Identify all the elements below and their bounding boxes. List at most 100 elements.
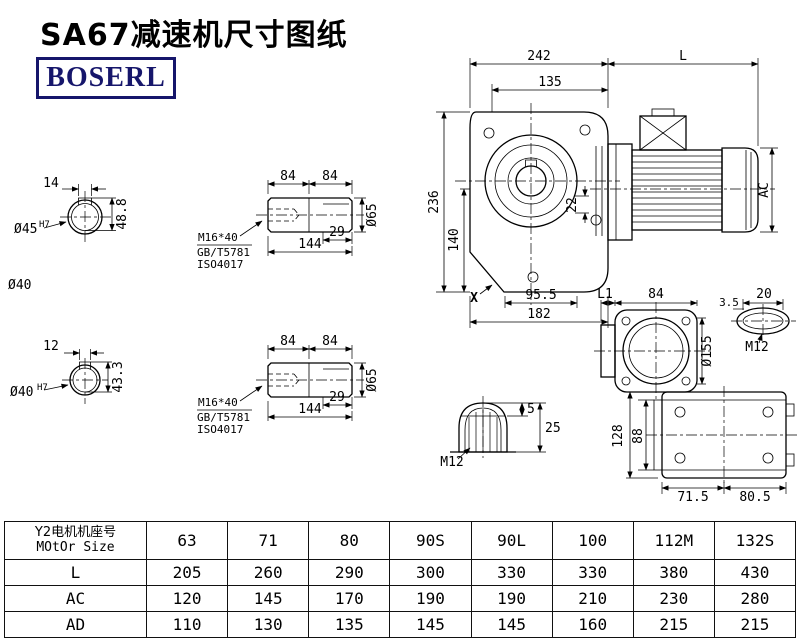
table-cell: 170 [308,585,391,612]
row-label: AD [4,611,147,638]
mounting-flange-view: 128 88 71.5 80.5 [611,386,798,505]
header-motor-size-cell: Y2电机机座号 MOtOr Size [4,521,147,560]
shaft-body [267,197,353,233]
dome-hatching [468,409,498,452]
table-cell: 230 [632,585,715,612]
terminal-box-cross [639,115,687,151]
header-size-90l: 90L [470,521,553,560]
dim-84b-label: 84 [322,169,338,184]
dim-182-label: 182 [527,307,550,322]
dim-25-label: 25 [545,421,561,436]
motor [590,108,775,241]
table-cell: 380 [632,559,715,586]
header-size-112m: 112M [632,521,715,560]
dim-71-5-label: 71.5 [677,490,708,505]
dim-22-label: 22 [565,197,580,213]
input-shaft-section-40: 12 Ø40 H7 43.3 [10,339,126,404]
table-cell: 215 [713,611,797,638]
row-label: L [4,559,147,586]
dia-65-label: Ø65 [365,203,380,226]
table-cell: 110 [145,611,229,638]
terminal-box-cap [651,108,675,117]
dim-14-label: 14 [43,176,59,191]
fan-cowl [721,147,759,233]
dim-84b-label: 84 [322,334,338,349]
table-cell: 145 [470,611,553,638]
shaft-body [267,362,353,398]
dim-242-label: 242 [527,49,550,64]
shaft-end-view: 20 3.5 M12 [719,287,796,355]
dia-40h7-tolerance: H7 [37,383,48,393]
dim-140-label: 140 [447,228,462,251]
motor-mounting-face [595,146,603,236]
std-iso-label: ISO4017 [197,423,243,436]
table-cell: 145 [389,611,472,638]
table-cell: 205 [145,559,229,586]
dim-5-label: 5 [527,402,535,417]
table-row-L: L 205 260 290 300 330 330 380 430 [4,559,797,586]
main-view-dimensions: 242 L 135 236 140 22 AC 95.5 182 [427,49,778,328]
dim-84-label: 84 [648,287,664,302]
dim-3-5-label: 3.5 [719,296,739,309]
dim-L-label: L [679,49,687,64]
output-axis-centerlines [455,103,620,305]
header-motor-size-en: MOtOr Size [36,540,115,556]
page-title: SA67减速机尺寸图纸 [40,18,348,53]
motor-fins [632,155,722,223]
table-cell: 160 [551,611,634,638]
motor-size-table: Y2电机机座号 MOtOr Size 63 71 80 90S 90L 100 … [4,521,797,638]
thread-spec-label: M16*40 [198,231,238,244]
thread-spec-label: M16*40 [198,396,238,409]
row-label: AC [4,585,147,612]
dim-80-5-label: 80.5 [739,490,770,505]
main-assembly-view: 242 L 135 236 140 22 AC 95.5 182 [427,49,778,328]
std-gb-label: GB/T5781 [197,246,250,259]
header-size-63: 63 [145,521,229,560]
header-size-100: 100 [551,521,634,560]
input-shaft-section-45: 14 Ø45 H7 48.8 [14,176,130,245]
housing-bolt-holes [483,124,602,283]
std-iso-label: ISO4017 [197,258,243,271]
logo-text: BOSERL [46,62,166,93]
dim-95-5-label: 95.5 [525,288,556,303]
thread-m12-label: M12 [440,455,463,470]
dim-43-3-label: 43.3 [111,361,126,392]
thread-m12-label: M12 [745,340,768,355]
table-cell: 145 [227,585,310,612]
keyway [78,197,92,206]
dim-48-8-label: 48.8 [115,198,130,229]
table-cell: 300 [389,559,472,586]
dim-29-label: 29 [329,390,345,405]
table-row-AD: AD 110 130 135 145 145 160 215 215 [4,611,797,638]
dome-outline [458,402,508,453]
dia-40-label: Ø40 [8,278,31,293]
table-cell: 130 [227,611,310,638]
dim-29-label: 29 [329,225,345,240]
fan-cowl-grill [745,150,752,230]
table-cell: 135 [308,611,391,638]
tapped-hole-hidden [268,373,300,387]
dim-12-label: 12 [43,339,59,354]
table-cell: 120 [145,585,229,612]
table-cell: 260 [227,559,310,586]
header-size-80: 80 [308,521,391,560]
dim-135-label: 135 [538,75,561,90]
boserl-logo: BOSERL [36,57,176,99]
flange-side-view: L1 84 Ø155 [594,287,715,400]
table-cell: 290 [308,559,391,586]
dia-155-label: Ø155 [700,335,715,366]
dia-40h7-label: Ø40 [10,385,33,400]
dim-144-label: 144 [298,402,322,417]
table-cell: 190 [470,585,553,612]
header-motor-size-cn: Y2电机机座号 [34,525,117,541]
dim-L1-label: L1 [597,287,613,302]
dia-45-tolerance: H7 [39,220,50,230]
tapped-hole-hidden [268,208,300,222]
dia-45-label: Ø45 [14,222,37,237]
dim-84a-label: 84 [280,334,296,349]
output-shaft-drawing-2: 84 84 29 144 Ø65 M16*40 GB/T5781 ISO4017 [197,334,380,436]
dim-AC-label: AC [757,182,772,198]
keyway [79,361,91,370]
shaft-tip-detail: 5 25 M12 [440,396,561,470]
